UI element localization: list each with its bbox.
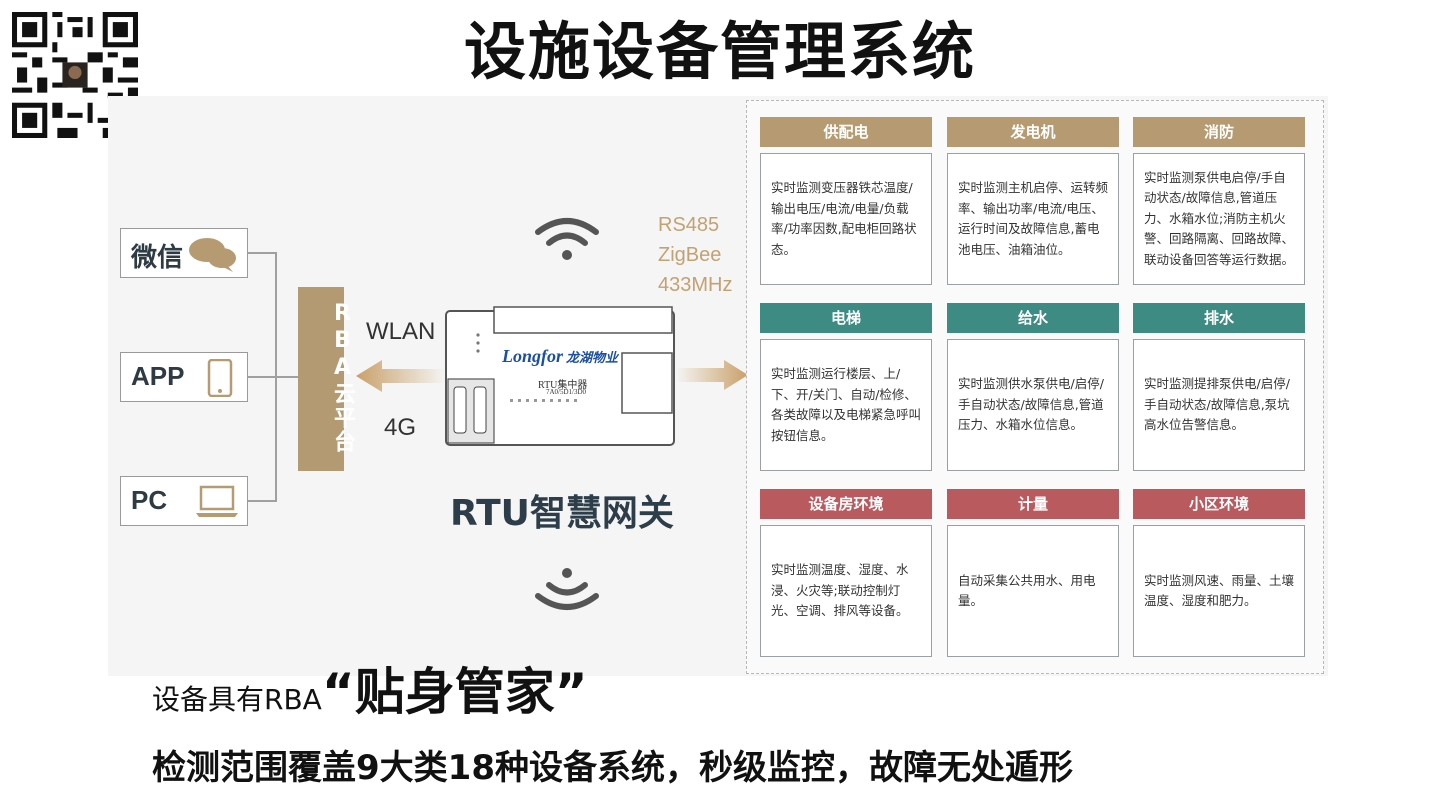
- category-description-text: 实时监测温度、湿度、水浸、火灾等;联动控制灯光、空调、排风等设备。: [771, 562, 909, 619]
- page-title: 设施设备管理系统: [463, 15, 976, 88]
- category-header: 小区环境: [1133, 489, 1305, 519]
- client-app: APP: [120, 352, 248, 402]
- connector-line: [275, 252, 277, 502]
- tagline-quote: “贴身管家”: [321, 663, 588, 721]
- protocol-list: RS485 ZigBee 433MHz: [658, 210, 732, 300]
- category-description: 实时监测温度、湿度、水浸、火灾等;联动控制灯光、空调、排风等设备。: [760, 525, 932, 657]
- tagline-secondary: 检测范围覆盖9大类18种设备系统，秒级监控，故障无处遁形: [152, 748, 1073, 788]
- rtu-device: [445, 306, 675, 446]
- category-description-text: 实时监测供水泵供电/启停/手自动状态/故障信息,管道压力、水箱水位信息。: [958, 376, 1104, 433]
- device-model: RTU集中器: [538, 380, 588, 391]
- category-header: 供配电: [760, 117, 932, 147]
- cell-label: 4G: [384, 414, 417, 441]
- category-description: 实时监测供水泵供电/启停/手自动状态/故障信息,管道压力、水箱水位信息。: [947, 339, 1119, 471]
- client-wechat: 微信: [120, 228, 248, 278]
- wifi-icon: [535, 218, 599, 260]
- platform-label: RBA云平台: [330, 301, 355, 454]
- arrow-right-icon: [676, 360, 748, 390]
- category-card: 排水实时监测提排泵供电/启停/手自动状态/故障信息,泵坑高水位告警信息。: [1133, 303, 1305, 471]
- category-header: 排水: [1133, 303, 1305, 333]
- category-card: 给水实时监测供水泵供电/启停/手自动状态/故障信息,管道压力、水箱水位信息。: [947, 303, 1119, 471]
- category-card: 供配电实时监测变压器铁芯温度/输出电压/电流/电量/负载率/功率因数,配电柜回路…: [760, 117, 932, 285]
- category-description-text: 自动采集公共用水、用电量。: [958, 572, 1096, 609]
- tagline-prefix: 设备具有RBA: [152, 683, 322, 716]
- category-description-text: 实时监测变压器铁芯温度/输出电压/电流/电量/负载率/功率因数,配电柜回路状态。: [771, 180, 917, 257]
- category-header: 发电机: [947, 117, 1119, 147]
- rba-cloud-platform: RBA云平台: [298, 287, 355, 471]
- client-label: 微信: [131, 242, 184, 272]
- category-card: 消防实时监测泵供电启停/手自动状态/故障信息,管道压力、水箱水位;消防主机火警、…: [1133, 117, 1305, 285]
- category-description-text: 实时监测提排泵供电/启停/手自动状态/故障信息,泵坑高水位告警信息。: [1144, 376, 1290, 433]
- laptop-icon: [196, 485, 238, 517]
- category-card: 小区环境实时监测风速、雨量、土壤温度、湿度和肥力。: [1133, 489, 1305, 657]
- category-description-text: 实时监测运行楼层、上/下、开/关门、自动/检修、各类故障以及电梯紧急呼叫按钮信息…: [771, 366, 922, 443]
- wifi-icon-inverted: [535, 568, 599, 610]
- category-header: 消防: [1133, 117, 1305, 147]
- brand-en: Longfor: [502, 346, 564, 366]
- wlan-label: WLAN: [366, 318, 436, 345]
- category-description-text: 实时监测主机启停、运转频率、输出功率/电流/电压、运行时间及故障信息,蓄电池电压…: [958, 180, 1109, 257]
- connector-line: [248, 376, 298, 378]
- category-description: 实时监测提排泵供电/启停/手自动状态/故障信息,泵坑高水位告警信息。: [1133, 339, 1305, 471]
- category-description: 自动采集公共用水、用电量。: [947, 525, 1119, 657]
- connector-line: [248, 252, 276, 254]
- category-card: 电梯实时监测运行楼层、上/下、开/关门、自动/检修、各类故障以及电梯紧急呼叫按钮…: [760, 303, 932, 471]
- connector-line: [248, 500, 276, 502]
- category-card: 计量自动采集公共用水、用电量。: [947, 489, 1119, 657]
- category-card: 设备房环境实时监测温度、湿度、水浸、火灾等;联动控制灯光、空调、排风等设备。: [760, 489, 932, 657]
- gateway-title: RTU智慧网关: [450, 493, 674, 534]
- qr-code: [12, 12, 138, 138]
- protocol-433mhz: 433MHz: [658, 274, 733, 296]
- protocol-zigbee: ZigBee: [658, 244, 722, 266]
- brand-cn: 龙湖物业: [566, 350, 619, 365]
- category-header: 给水: [947, 303, 1119, 333]
- category-header: 电梯: [760, 303, 932, 333]
- category-description: 实时监测运行楼层、上/下、开/关门、自动/检修、各类故障以及电梯紧急呼叫按钮信息…: [760, 339, 932, 471]
- device-sub-model: 7A0/5D1/3D0: [546, 388, 587, 396]
- chat-bubble-icon: [189, 238, 236, 272]
- client-pc: PC: [120, 476, 248, 526]
- phone-icon: [207, 359, 233, 397]
- category-header: 计量: [947, 489, 1119, 519]
- protocol-rs485: RS485: [658, 214, 720, 236]
- client-label: APP: [131, 361, 185, 391]
- category-description-text: 实时监测泵供电启停/手自动状态/故障信息,管道压力、水箱水位;消防主机火警、回路…: [1144, 169, 1295, 267]
- category-description-text: 实时监测风速、雨量、土壤温度、湿度和肥力。: [1144, 572, 1295, 609]
- arrow-left-icon: [356, 360, 446, 392]
- category-description: 实时监测风速、雨量、土壤温度、湿度和肥力。: [1133, 525, 1305, 657]
- category-description: 实时监测泵供电启停/手自动状态/故障信息,管道压力、水箱水位;消防主机火警、回路…: [1133, 153, 1305, 285]
- category-header: 设备房环境: [760, 489, 932, 519]
- client-label: PC: [131, 485, 168, 515]
- category-description: 实时监测主机启停、运转频率、输出功率/电流/电压、运行时间及故障信息,蓄电池电压…: [947, 153, 1119, 285]
- category-card: 发电机实时监测主机启停、运转频率、输出功率/电流/电压、运行时间及故障信息,蓄电…: [947, 117, 1119, 285]
- category-description: 实时监测变压器铁芯温度/输出电压/电流/电量/负载率/功率因数,配电柜回路状态。: [760, 153, 932, 285]
- tagline-primary: 设备具有RBA“贴身管家”: [152, 652, 588, 724]
